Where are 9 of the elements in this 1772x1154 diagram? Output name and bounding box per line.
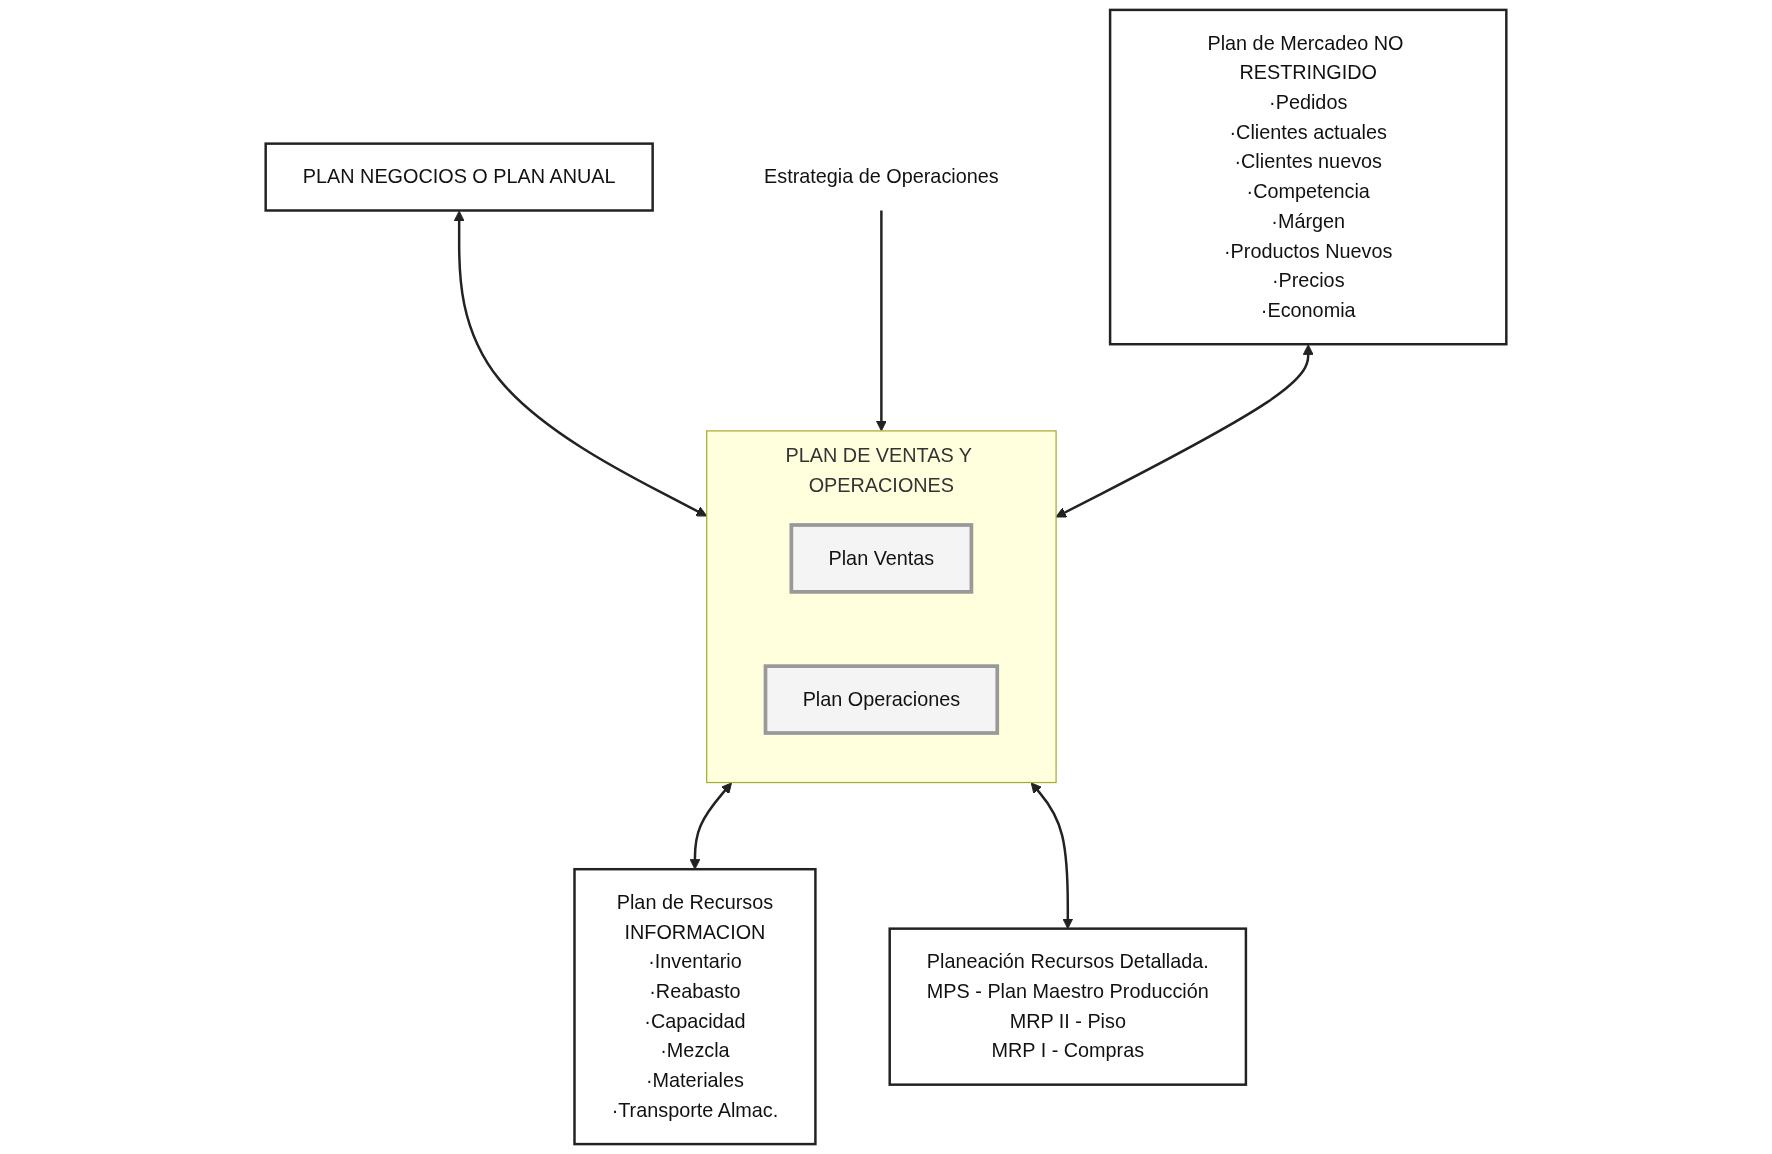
node-box: PLAN NEGOCIOS O PLAN ANUAL — [264, 142, 654, 212]
arrow — [689, 782, 732, 870]
node-box: Plan Ventas — [789, 523, 974, 594]
arrow — [875, 210, 887, 432]
node-box: Plan de Recursos INFORMACION ·Inventario ·Reabasto ·Capacidad ·Mezcla ·Materiales ·Transporte Almac. — [573, 867, 817, 1146]
node-box: Planeación Recursos Detallada. MPS - Plan Maestro Producción MRP II - Piso MRP I - Compras — [888, 927, 1248, 1086]
node-box: Plan Operaciones — [763, 664, 1000, 735]
node-text: Estrategia de Operaciones — [764, 165, 999, 187]
node-box: Plan de Mercadeo NO RESTRINGIDO ·Pedidos ·Clientes actuales ·Clientes nuevos ·Competencia ·Márgen ·Productos Nuevos ·Precios ·Economia — [1108, 8, 1508, 346]
